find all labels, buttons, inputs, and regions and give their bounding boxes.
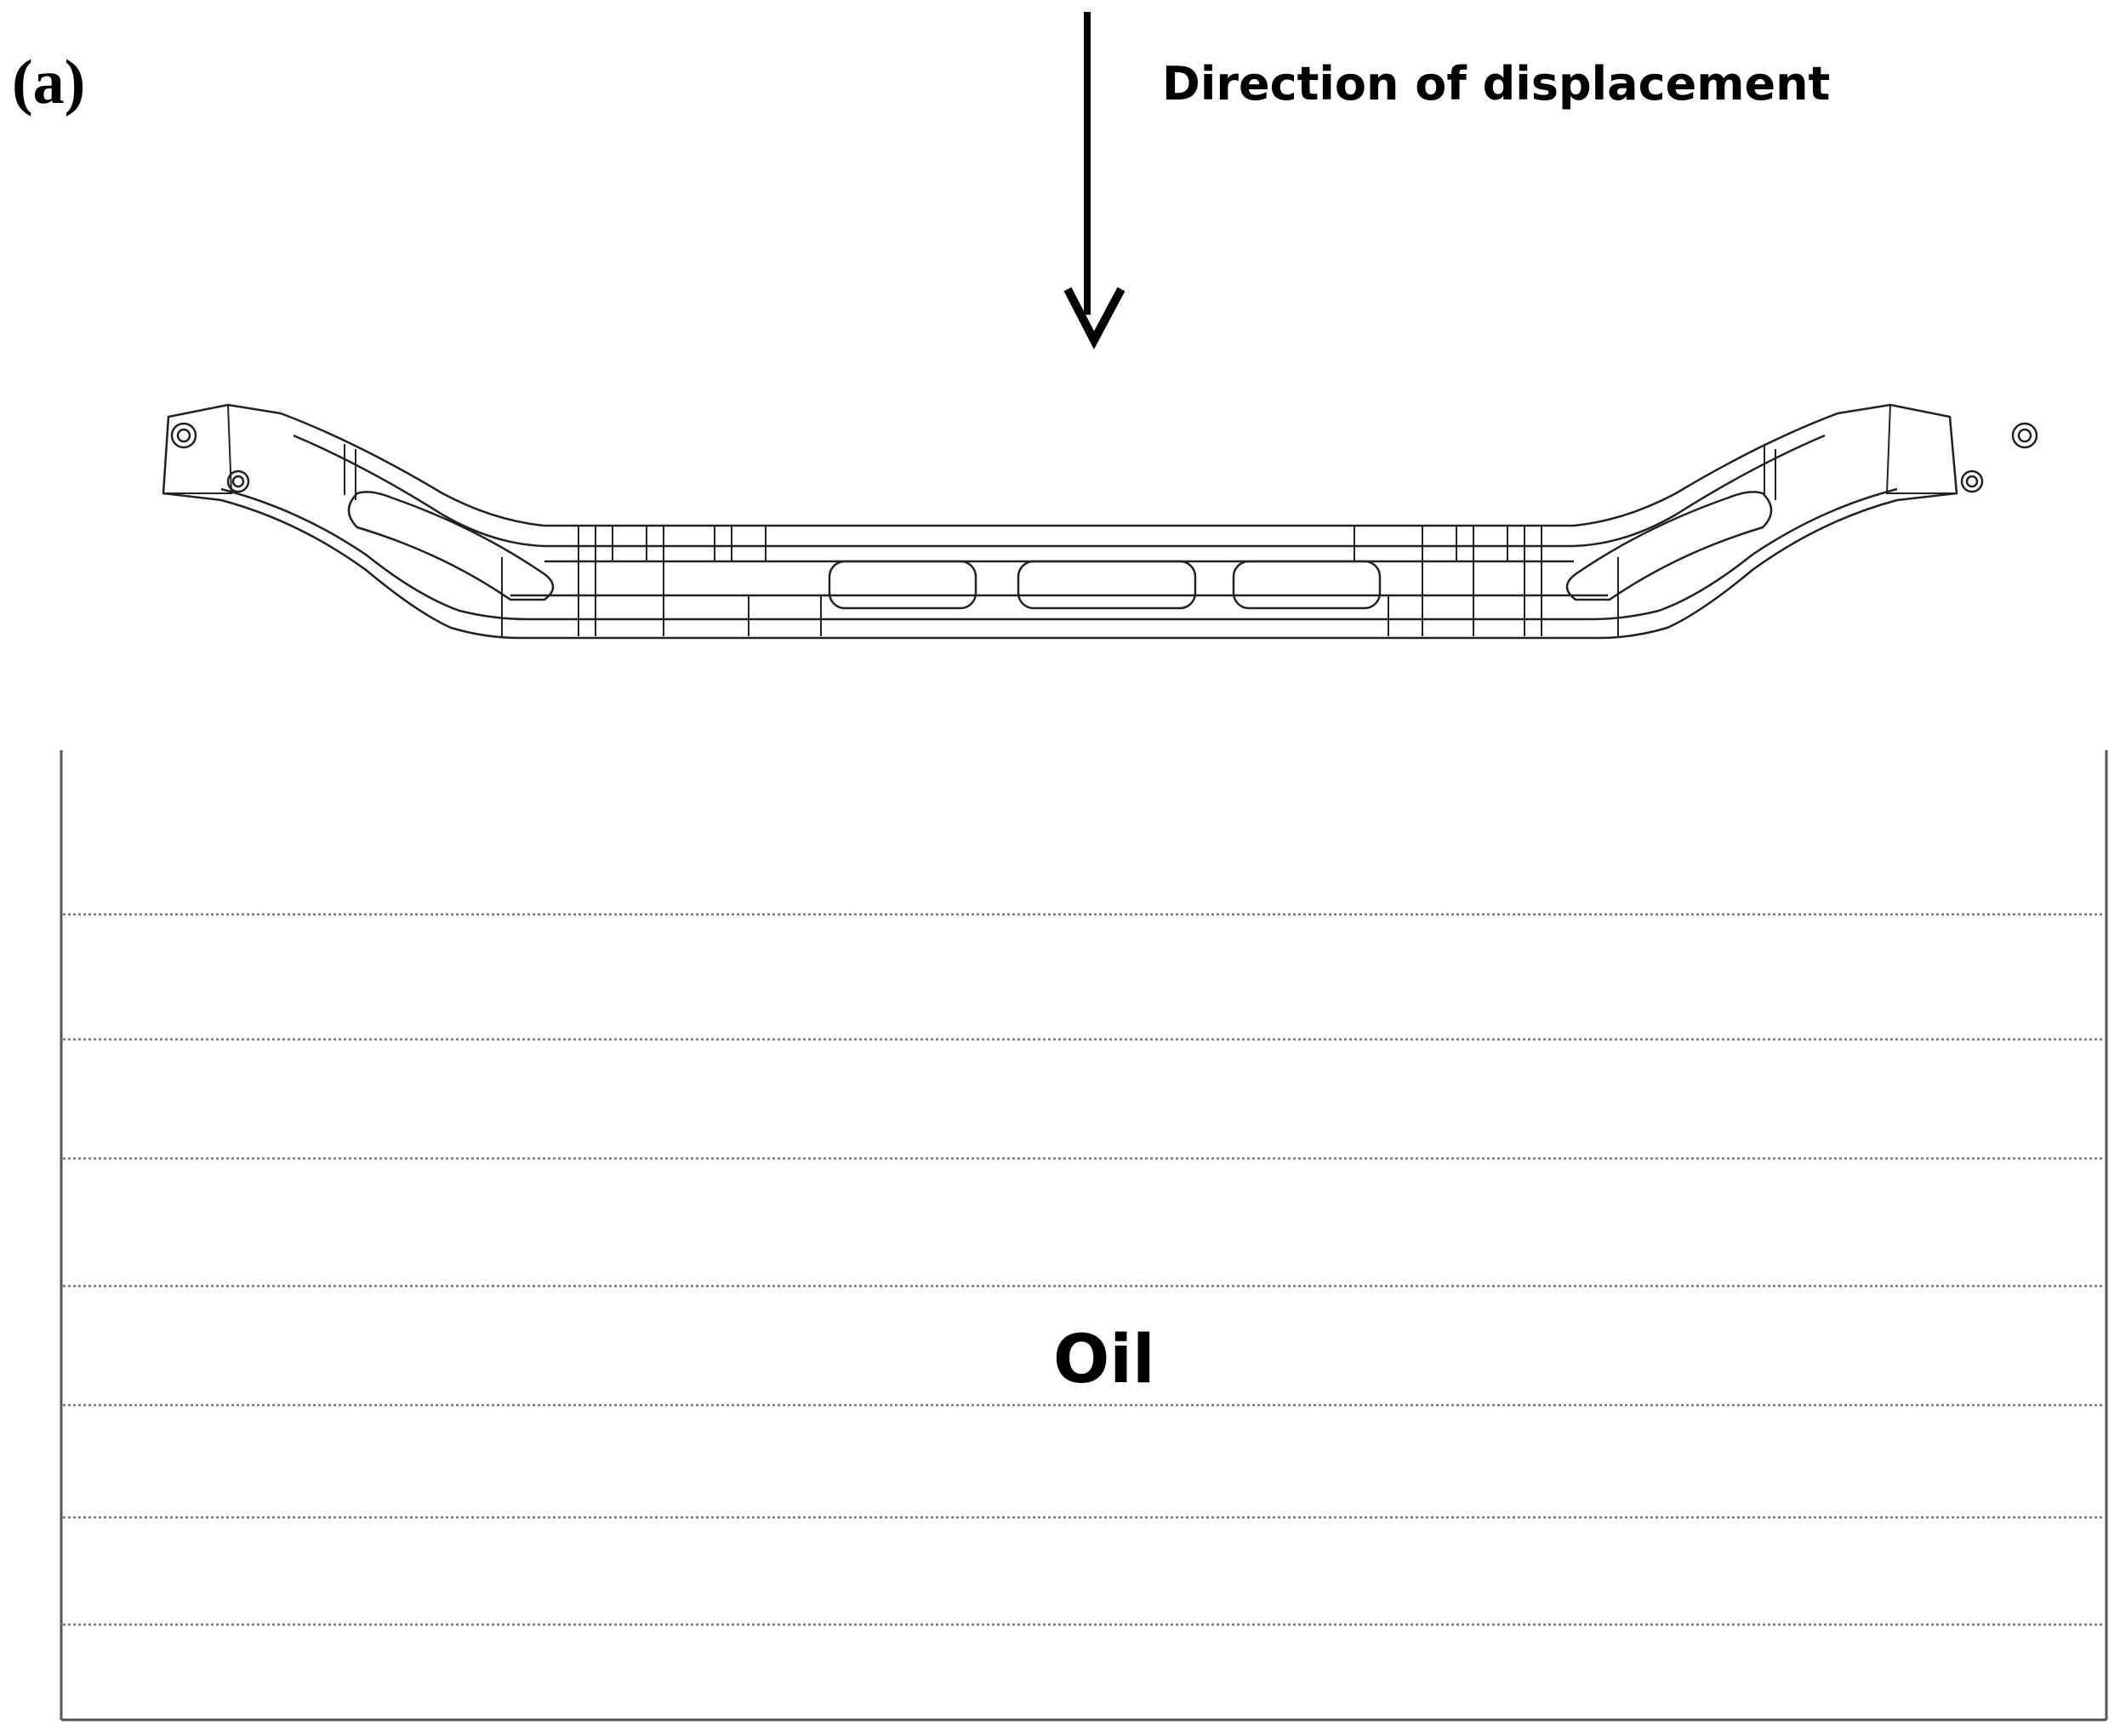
- beam-outline: [162, 403, 1958, 640]
- oil-tank: [60, 750, 2108, 1722]
- bolt-icon: [2011, 422, 2038, 449]
- panel-label: (a): [12, 48, 86, 117]
- oil-label: Oil: [1053, 1322, 1155, 1398]
- beam-lower-rail: [220, 487, 1898, 621]
- bolt-icon: [170, 422, 197, 449]
- oil-layer-lines: [63, 913, 2105, 1626]
- rib-lines: [344, 444, 1776, 636]
- displacement-arrow: [1063, 12, 1126, 350]
- bolt-icon: [1960, 470, 1984, 493]
- right-bracket: [1885, 403, 1958, 494]
- beam-part: [162, 403, 2038, 640]
- right-slot: [1565, 491, 1773, 601]
- direction-label: Direction of displacement: [1162, 57, 1831, 111]
- right-bolts: [1960, 422, 2038, 493]
- center-cutout-right: [1232, 560, 1382, 610]
- left-bracket: [162, 403, 233, 494]
- center-cutout-left: [828, 560, 977, 610]
- left-bolts: [170, 422, 250, 493]
- bolt-icon: [226, 470, 250, 493]
- left-slot: [347, 491, 555, 601]
- center-cutout-middle: [1017, 560, 1197, 610]
- beam-inner-rail: [293, 434, 1826, 548]
